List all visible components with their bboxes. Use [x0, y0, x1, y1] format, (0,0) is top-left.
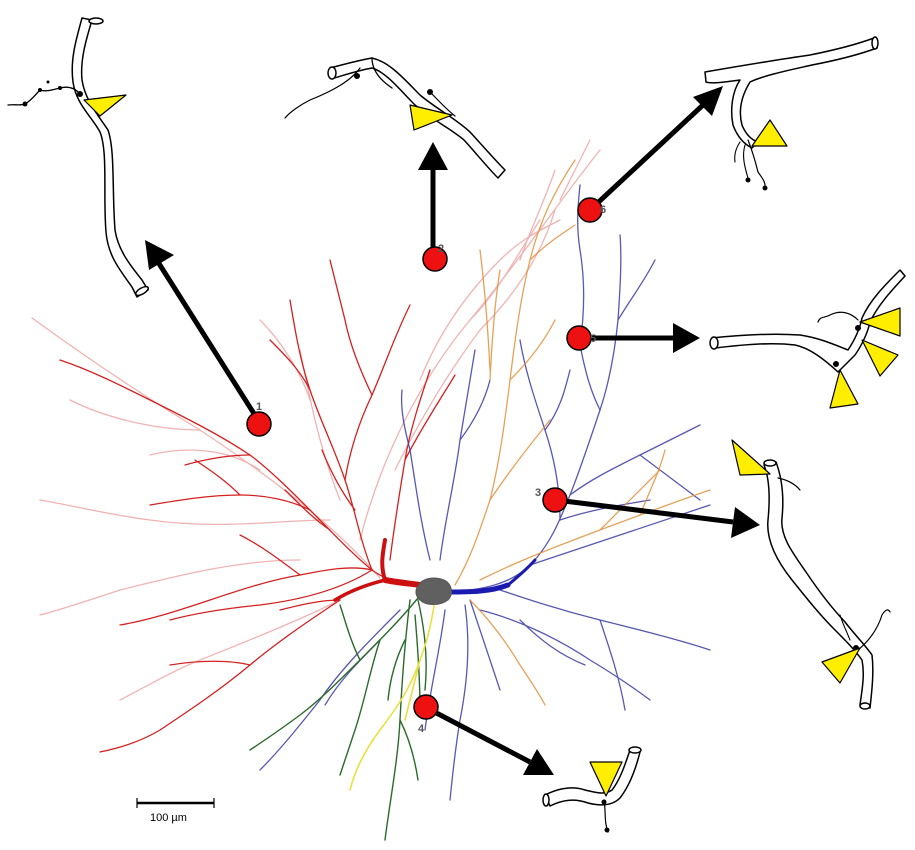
- arrow-site-4: [425, 707, 554, 775]
- site-4: 4: [414, 695, 438, 735]
- arrow-site-5: [578, 323, 700, 353]
- inset-site-5: [710, 270, 905, 408]
- dendrite-segment: [72, 18, 148, 297]
- site-markers: 1 2 3 4 5 6: [247, 198, 606, 735]
- dendrite-segment: [545, 750, 640, 806]
- svg-text:5: 5: [590, 333, 596, 345]
- site-3: 3: [535, 487, 567, 512]
- svg-text:1: 1: [256, 401, 262, 413]
- inset-site-2: [285, 58, 505, 178]
- yellow-arrowhead-marker: [752, 120, 787, 146]
- spine-neck: [8, 87, 80, 105]
- svg-text:4: 4: [418, 723, 425, 735]
- dendrite-blue-trunk: [448, 560, 535, 592]
- insets: [8, 18, 905, 833]
- site-2: 2: [423, 243, 447, 271]
- dendrites-blue: [260, 185, 710, 800]
- arrow-site-3: [556, 500, 760, 538]
- arrows: [145, 86, 760, 775]
- arrow-site-6: [590, 86, 723, 210]
- svg-text:2: 2: [438, 243, 444, 255]
- yellow-arrowhead-marker: [732, 440, 770, 475]
- dendrites-green: [250, 598, 426, 840]
- scale-bar: 100 µm: [137, 798, 214, 824]
- yellow-arrowhead-marker: [862, 340, 898, 376]
- dendrites-red: [60, 260, 455, 752]
- inset-site-3: [732, 440, 890, 709]
- yellow-arrowhead-marker: [830, 370, 858, 408]
- svg-text:6: 6: [600, 204, 606, 216]
- yellow-arrowhead-marker: [822, 648, 860, 683]
- inset-site-4: [543, 747, 641, 833]
- svg-text:3: 3: [535, 487, 541, 499]
- inset-site-1: [8, 18, 150, 297]
- dendrite-red-trunk: [335, 540, 420, 600]
- dendrite-segment: [764, 462, 873, 708]
- dendrite-end-cap: [89, 18, 103, 24]
- arrow-site-2: [418, 142, 448, 255]
- neuron-reconstruction: [32, 140, 710, 840]
- arrow-site-1: [145, 240, 258, 420]
- soma: [416, 578, 452, 605]
- inset-site-6: [705, 37, 878, 191]
- scale-bar-label: 100 µm: [150, 812, 187, 824]
- dendrites-orange: [455, 160, 710, 705]
- site-5: 5: [567, 326, 596, 350]
- dendrite-segment: [705, 38, 877, 148]
